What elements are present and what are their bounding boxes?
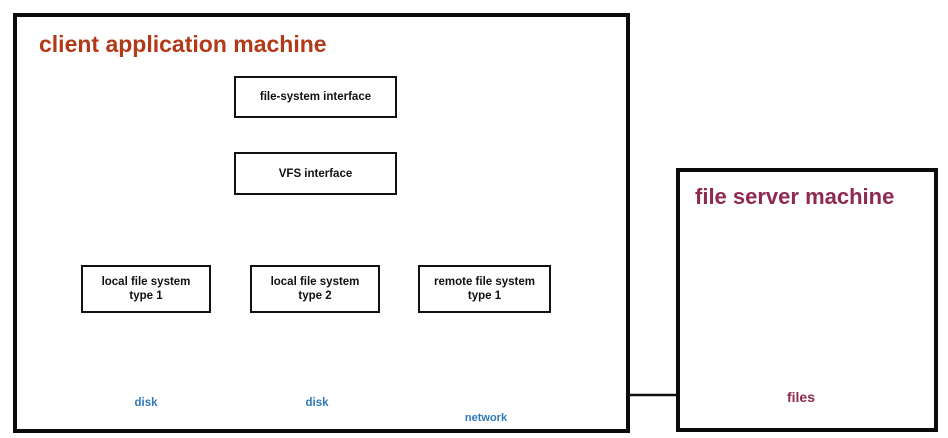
vfs-interface-label: VFS interface — [278, 167, 353, 180]
files-label: files — [786, 389, 815, 405]
client-machine-title: client application machine — [39, 31, 327, 57]
local-fs-type1-box: local file system type 1 — [81, 265, 211, 313]
disk1-label: disk — [134, 397, 158, 409]
remote-fs-type1-box: remote file system type 1 — [418, 265, 551, 313]
server-machine-panel: file server machine — [676, 168, 938, 432]
local-fs-type2-label-line1: local file system — [270, 276, 360, 288]
vfs-interface-box: VFS interface — [234, 152, 397, 195]
local-fs-type2-box: local file system type 2 — [250, 265, 380, 313]
fs-interface-label: file-system interface — [259, 91, 372, 103]
network-label: network — [464, 412, 508, 424]
local-fs-type1-label-line2: type 1 — [129, 290, 163, 302]
remote-fs-type1-label-line1: remote file system — [434, 276, 535, 288]
local-fs-type2-label-line2: type 2 — [298, 290, 332, 302]
fs-interface-box: file-system interface — [234, 76, 397, 118]
remote-fs-type1-label-line2: type 1 — [467, 290, 502, 302]
server-machine-title: file server machine — [695, 184, 895, 209]
local-fs-type1-label-line1: local file system — [101, 276, 191, 288]
disk2-label: disk — [305, 397, 329, 409]
